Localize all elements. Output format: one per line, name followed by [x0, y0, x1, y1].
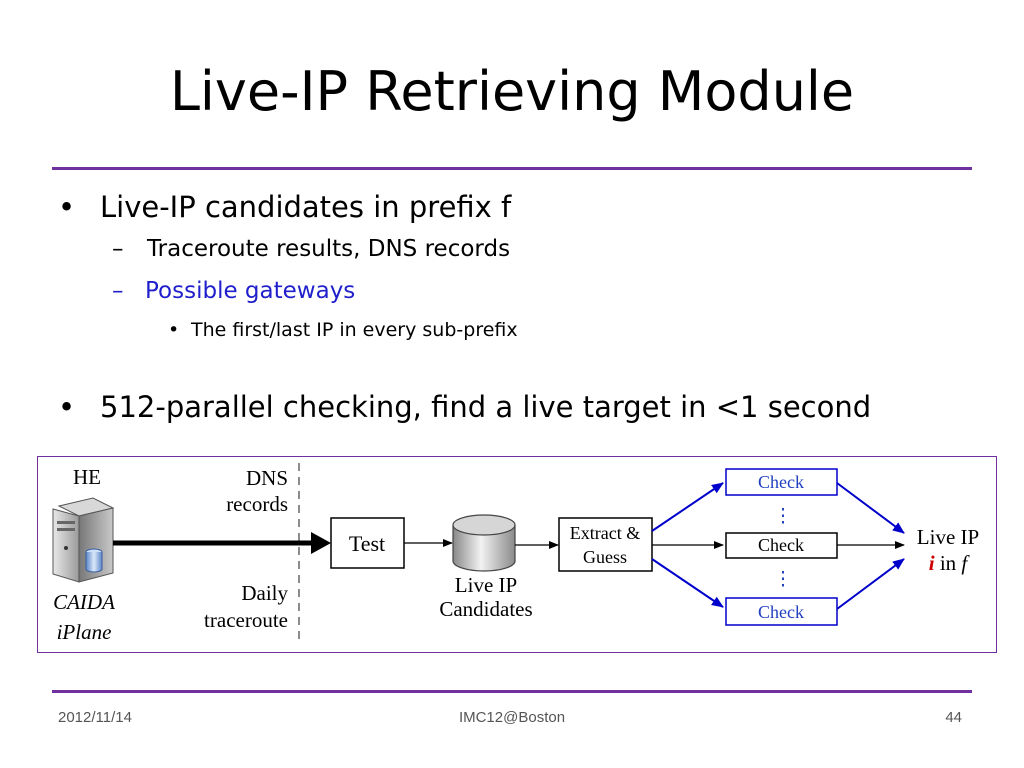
diagram-svg: HE CAIDA iPlane DNS records Daily tracer… — [52, 463, 979, 644]
ellipsis-lower: ⋮ — [774, 569, 793, 590]
bullet-live-ip-candidates: Live-IP candidates in prefix f — [100, 190, 512, 224]
footer-venue: IMC12@Boston — [458, 709, 566, 726]
extract-guess-box — [558, 517, 653, 572]
footer-date: 2012/11/14 — [58, 709, 132, 726]
live-ip-retrieval-diagram: HE CAIDA iPlane DNS records Daily tracer… — [37, 456, 997, 653]
page-number: 44 — [945, 709, 962, 726]
sub-bullet-traceroute: Traceroute results, DNS records — [147, 236, 511, 262]
check-label-bottom: Check — [758, 602, 804, 622]
extract-to-check-top-arrow — [651, 482, 724, 532]
live-ip-result-label: Live IP — [917, 525, 979, 549]
footer-divider — [52, 690, 972, 693]
check-top-to-result-arrow — [836, 482, 905, 534]
live-ip-result-subtext: i in f — [929, 551, 971, 575]
test-label: Test — [349, 531, 385, 556]
subsub-bullet-first-last-ip: The first/last IP in every sub-prefix — [191, 319, 518, 341]
slide-title: Live-IP Retrieving Module — [169, 60, 855, 123]
bullet-parallel-checking: 512-parallel checking, find a live targe… — [100, 390, 872, 424]
subsub-bullet-marker: • — [168, 319, 180, 341]
sub-bullet-possible-gateways: Possible gateways — [145, 278, 356, 304]
check-box-bottom — [725, 597, 838, 626]
ellipsis-upper: ⋮ — [774, 506, 793, 527]
result-f-variable: f — [961, 551, 970, 575]
database-icon — [452, 514, 516, 572]
caida-label: CAIDA — [53, 590, 115, 614]
check-label-top: Check — [758, 472, 804, 492]
bullet-marker: • — [58, 190, 76, 224]
check-label-middle: Check — [758, 535, 804, 555]
dns-records-label: DNS — [246, 466, 288, 490]
sub-bullet-marker: – — [112, 278, 124, 304]
he-label: HE — [73, 465, 101, 489]
iplane-label: iPlane — [57, 620, 112, 644]
daily-traceroute-label-line2: traceroute — [204, 608, 288, 632]
bullet-marker: • — [58, 390, 76, 424]
daily-traceroute-label: Daily — [241, 581, 288, 605]
extract-guess-label-line2: Guess — [583, 547, 627, 567]
live-ip-candidates-label: Live IP — [455, 573, 517, 597]
result-i-variable: i — [929, 551, 935, 575]
extract-guess-label: Extract & — [570, 523, 640, 543]
test-box — [330, 517, 405, 569]
sub-bullet-marker: – — [112, 236, 124, 262]
dns-records-label-line2: records — [226, 492, 288, 516]
live-ip-candidates-label-line2: Candidates — [439, 597, 532, 621]
check-bottom-to-result-arrow — [836, 558, 905, 610]
check-box-top — [725, 468, 838, 496]
result-in-word: in — [935, 551, 962, 575]
title-divider — [52, 167, 972, 170]
server-icon — [52, 497, 115, 583]
extract-to-check-bottom-arrow — [651, 558, 724, 608]
input-arrowhead — [311, 532, 331, 554]
